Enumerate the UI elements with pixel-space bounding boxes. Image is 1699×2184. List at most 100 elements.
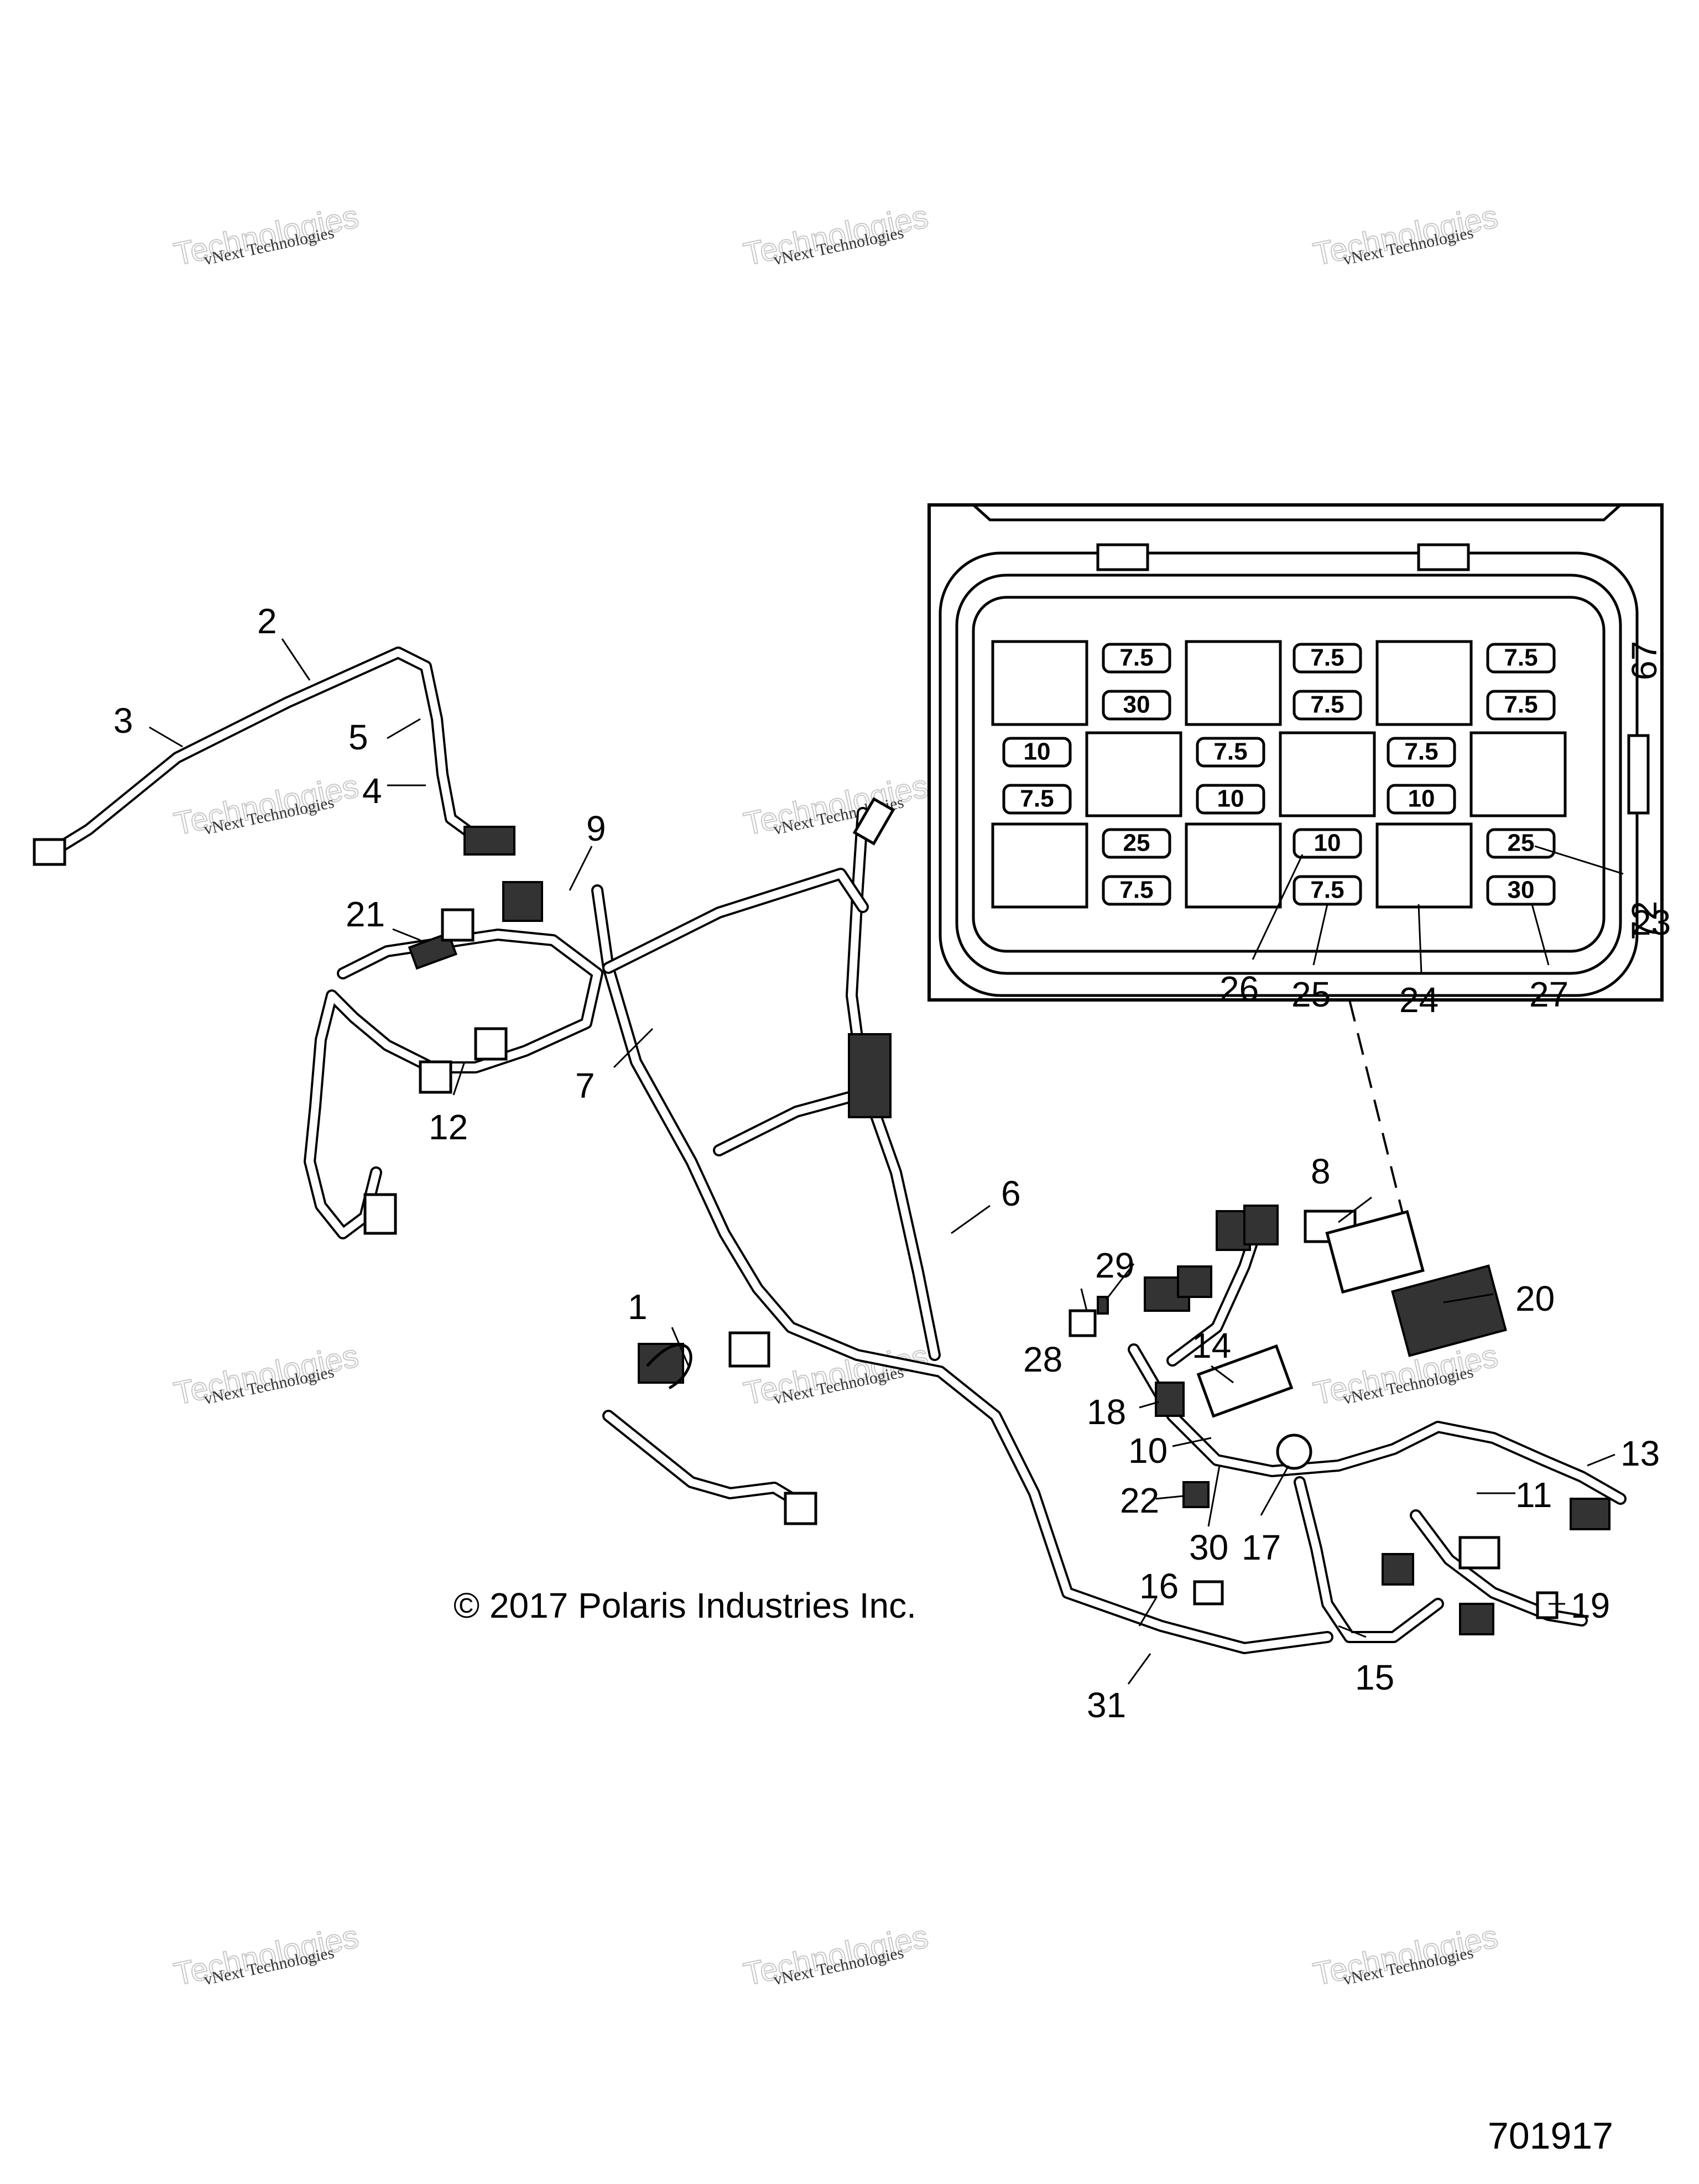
harness-drawing [33,647,1627,1654]
connector-17 [1276,1434,1312,1470]
fuse: 7.5 [1486,690,1556,721]
svg-text:7.5: 7.5 [1119,644,1153,671]
fuse: 10 [1002,737,1072,768]
leader-12 [452,1061,466,1096]
watermark: Technologies vNext Technologies [740,198,932,273]
callout-leaders [149,638,1615,1685]
leader-1 [671,1327,690,1367]
connector [1193,1580,1224,1606]
connector [1243,1205,1279,1245]
connector-22 [1182,1481,1210,1508]
callout-28: 28 [1023,1339,1062,1379]
watermark: Technologies vNext Technologies [170,198,362,273]
fuse-box-inner-shell [955,574,1622,975]
callout-15: 15 [1355,1657,1394,1697]
callout-24: 24 [1399,980,1439,1020]
svg-text:7.5: 7.5 [1020,785,1054,812]
callout-7: 7 [575,1066,595,1106]
callout-1: 1 [628,1287,648,1327]
watermark: Technologies vNext Technologies [170,1337,362,1412]
svg-text:25: 25 [1508,830,1535,857]
fuse-box-latch-left [1096,543,1149,571]
connector-28 [1069,1309,1097,1337]
connector [728,1331,770,1368]
connector-19 [1536,1591,1559,1619]
svg-text:7.5: 7.5 [1504,644,1538,671]
fuse-box-inset: 67 72 7.5 30 7.5 7.5 7.5 7.5 10 7.5 7.5 … [927,503,1664,1002]
connector [784,1492,817,1525]
leader-21 [392,928,421,941]
svg-text:7.5: 7.5 [1310,644,1344,671]
watermark: Technologies vNext Technologies [740,768,932,843]
connector [441,908,475,942]
harness-cross [602,868,869,974]
callout-29: 29 [1095,1245,1134,1285]
leader-13 [1587,1453,1615,1467]
connector [852,797,895,846]
fuse: 7.5 [1102,643,1171,674]
svg-text:30: 30 [1508,877,1535,904]
leader-3 [149,726,183,748]
callout-27: 27 [1529,974,1568,1014]
svg-text:7.5: 7.5 [1213,738,1247,765]
leader-5 [387,718,421,739]
leader-23 [1534,845,1624,875]
fuse-box-latch-right [1417,543,1470,571]
relay-module-14 [1196,1344,1294,1418]
callout-2: 2 [257,601,277,641]
connector-18 [1155,1382,1185,1417]
fuse-box-side-tab [1627,734,1650,815]
callout-9: 9 [586,809,606,848]
callout-26: 26 [1219,969,1259,1009]
leader-2 [281,638,311,681]
relay [1085,731,1182,817]
fuse: 7.5 [1002,784,1072,815]
relay [991,640,1088,726]
callout-19: 19 [1571,1586,1610,1625]
leader-10 [1172,1437,1212,1447]
svg-text:7.5: 7.5 [1119,877,1153,904]
svg-text:10: 10 [1408,785,1435,812]
fuse: 30 [1486,875,1556,906]
callout-3: 3 [113,701,133,741]
callout-14: 14 [1192,1326,1231,1365]
callout-5: 5 [348,717,368,757]
leader-24 [1417,904,1422,974]
leader-26 [1252,854,1304,960]
svg-text:7.5: 7.5 [1504,691,1538,718]
watermark: Technologies vNext Technologies [170,1918,362,1993]
fuse: 25 [1486,828,1556,859]
callout-21: 21 [346,894,385,934]
leader-8 [1338,1196,1372,1223]
callout-4: 4 [362,771,382,811]
leader-17 [1260,1465,1290,1516]
fuse: 30 [1102,690,1171,721]
connector [419,1060,452,1094]
callout-23: 23 [1632,903,1671,942]
callout-8: 8 [1311,1151,1331,1191]
callout-10: 10 [1128,1431,1168,1471]
fuse: 7.5 [1486,643,1556,674]
connector [408,931,457,970]
fuse: 7.5 [1387,737,1456,768]
svg-text:7.5: 7.5 [1404,738,1438,765]
connector [1382,1553,1414,1586]
figure-number: 701917 [1488,2115,1613,2157]
leader-25 [1312,904,1328,966]
leader-18 [1139,1401,1159,1409]
dashed-link-line [1348,999,1417,1267]
fuse-box-cover-top [972,504,1622,522]
callout-17: 17 [1242,1528,1281,1567]
relay [1469,731,1567,817]
leader-7 [613,1028,654,1068]
leader-20 [1443,1293,1494,1304]
callout-11: 11 [1515,1475,1552,1515]
leader-16 [1138,1598,1157,1627]
relay [1375,822,1473,909]
svg-text:7.5: 7.5 [1310,877,1344,904]
fuse: 7.5 [1293,875,1362,906]
leader-9 [569,846,593,891]
fuse: 25 [1102,828,1171,859]
callout-16: 16 [1139,1566,1179,1606]
